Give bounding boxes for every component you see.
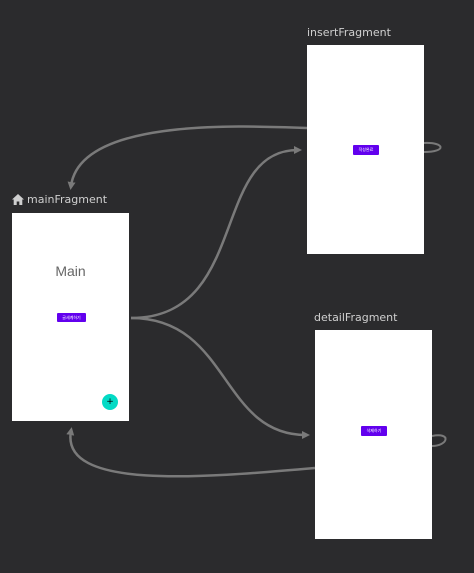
main-fragment-id: mainFragment bbox=[27, 193, 108, 206]
insert-fragment-label: insertFragment bbox=[307, 26, 391, 39]
detail-fragment-label: detailFragment bbox=[314, 311, 397, 324]
detail-fragment-card[interactable]: 삭제하기 bbox=[315, 330, 432, 539]
insert-fragment-card[interactable]: 작성완료 bbox=[307, 45, 424, 254]
action-main-to-detail[interactable] bbox=[130, 316, 310, 439]
action-detail-self-loop[interactable] bbox=[431, 434, 447, 447]
action-insert-self-loop[interactable] bbox=[423, 141, 442, 153]
action-main-to-insert[interactable] bbox=[130, 146, 302, 320]
action-insert-to-main[interactable] bbox=[67, 125, 308, 190]
insert-complete-button[interactable]: 작성완료 bbox=[353, 145, 379, 155]
main-fragment-label: mainFragment bbox=[12, 193, 107, 206]
home-icon bbox=[12, 194, 24, 205]
add-fab[interactable]: + bbox=[102, 394, 118, 410]
add-icon: + bbox=[106, 396, 114, 407]
main-fragment-card[interactable]: Main 글세계하기 + bbox=[12, 213, 129, 421]
main-button[interactable]: 글세계하기 bbox=[57, 313, 86, 322]
main-title: Main bbox=[55, 263, 86, 279]
delete-button[interactable]: 삭제하기 bbox=[361, 426, 387, 436]
insert-fragment-id: insertFragment bbox=[307, 26, 391, 39]
detail-fragment-id: detailFragment bbox=[314, 311, 398, 324]
action-detail-to-main[interactable] bbox=[66, 427, 316, 478]
